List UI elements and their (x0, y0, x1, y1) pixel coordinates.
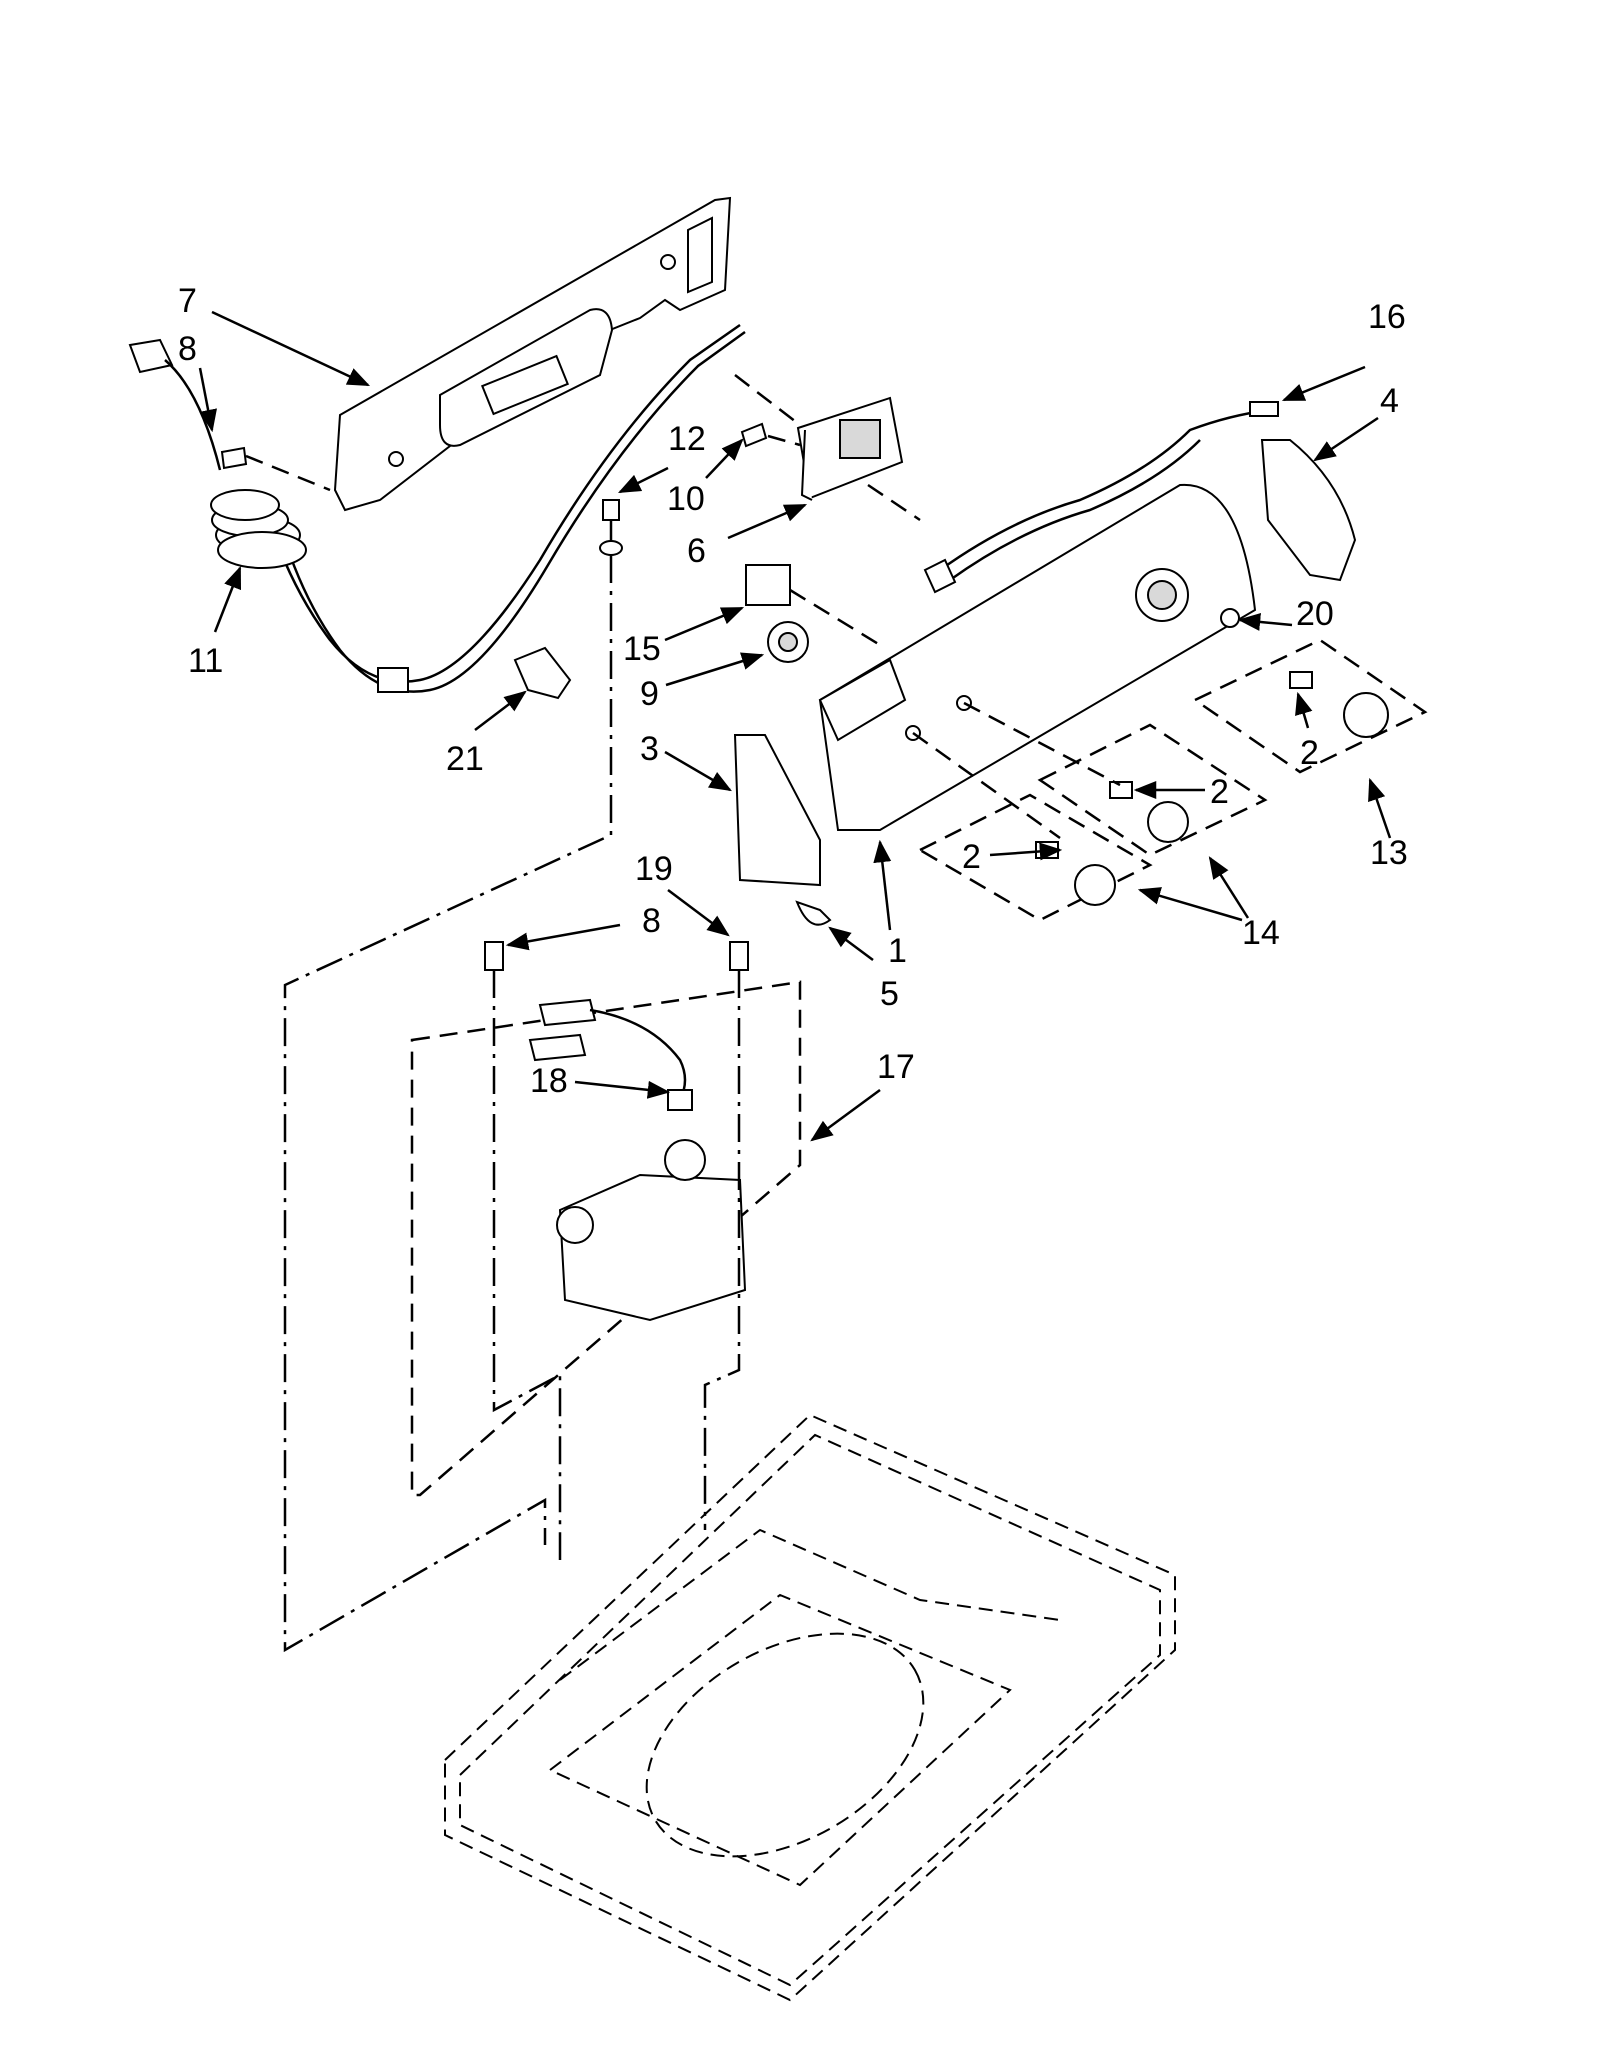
callout-11: 11 (188, 642, 223, 680)
callout-16: 16 (1368, 298, 1406, 336)
callout-5: 5 (880, 975, 899, 1013)
screw-part-8-bottom (484, 941, 504, 971)
callout-8-bottom: 8 (642, 902, 661, 940)
leader-8-top (198, 367, 217, 433)
callout-2-left: 2 (962, 838, 981, 876)
leader-12 (617, 466, 669, 494)
leader-8-bottom (505, 923, 621, 951)
callout-20: 20 (1296, 595, 1334, 633)
leader-7 (211, 310, 371, 387)
screw-part-8-top (220, 446, 331, 492)
knob-kit-part-13 (1192, 638, 1428, 774)
callout-12: 12 (668, 420, 706, 458)
wire-harness-part-16 (923, 401, 1279, 594)
leader-5 (828, 926, 874, 962)
end-cap-left-part-3 (733, 734, 821, 887)
leader-2c (989, 842, 1063, 861)
water-valve-kit-part-17 (410, 980, 802, 1497)
leader-21 (474, 690, 527, 731)
leader-10 (705, 438, 744, 479)
leader-13 (1368, 777, 1392, 839)
end-cap-right-part-4 (1260, 439, 1357, 582)
leader-17 (810, 1088, 881, 1142)
wire-harness-part-18 (528, 998, 693, 1111)
leader-18 (574, 1080, 671, 1099)
callout-17: 17 (877, 1048, 915, 1086)
callout-13: 13 (1370, 834, 1408, 872)
power-cord-part-11 (128, 323, 746, 693)
leader-lines (198, 310, 1392, 1142)
callouts: 7 8 11 12 10 6 15 9 3 21 16 4 20 2 13 2 … (178, 282, 1408, 1100)
leader-6 (727, 503, 808, 540)
leader-14b (1137, 887, 1243, 922)
routing-line-19 (703, 970, 741, 1530)
leader-16 (1281, 365, 1366, 402)
cabinet-top-base (444, 1413, 1176, 2002)
leader-4 (1313, 416, 1379, 462)
leader-14a (1208, 856, 1250, 919)
switch-part-15 (745, 564, 881, 647)
control-board-part-6 (734, 374, 921, 522)
callout-18: 18 (530, 1062, 568, 1100)
callout-7: 7 (178, 282, 197, 320)
leader-9 (665, 652, 765, 687)
pressure-switch-part-9 (767, 621, 809, 663)
callout-9: 9 (640, 675, 659, 713)
routing-line-8 (492, 970, 562, 1560)
console-part-1 (818, 483, 1257, 831)
callout-3: 3 (640, 730, 659, 768)
screw-part-19 (729, 941, 749, 971)
leader-19 (667, 889, 730, 937)
leader-11 (213, 565, 242, 633)
callout-10: 10 (667, 480, 705, 518)
clip-part-5 (795, 900, 832, 926)
screw-washer-part-12 (599, 499, 623, 556)
callout-6: 6 (687, 532, 706, 570)
callout-21: 21 (446, 740, 484, 778)
leader-3 (664, 750, 732, 792)
leader-15 (664, 606, 745, 642)
leader-2a (1295, 691, 1313, 729)
callout-4: 4 (1380, 382, 1399, 420)
callout-2-middle: 2 (1210, 773, 1229, 811)
callout-14: 14 (1242, 914, 1280, 952)
callout-19: 19 (635, 850, 673, 888)
rear-panel-part-7 (333, 196, 732, 512)
callout-1: 1 (888, 932, 907, 970)
callout-15: 15 (623, 630, 661, 668)
leader-1 (873, 839, 892, 931)
leader-20 (1237, 612, 1293, 631)
bracket-part-21 (513, 646, 572, 700)
callout-2-right: 2 (1300, 734, 1319, 772)
screw-part-10 (740, 422, 801, 448)
callout-8-top: 8 (178, 330, 197, 368)
routing-line-12 (283, 555, 613, 1653)
